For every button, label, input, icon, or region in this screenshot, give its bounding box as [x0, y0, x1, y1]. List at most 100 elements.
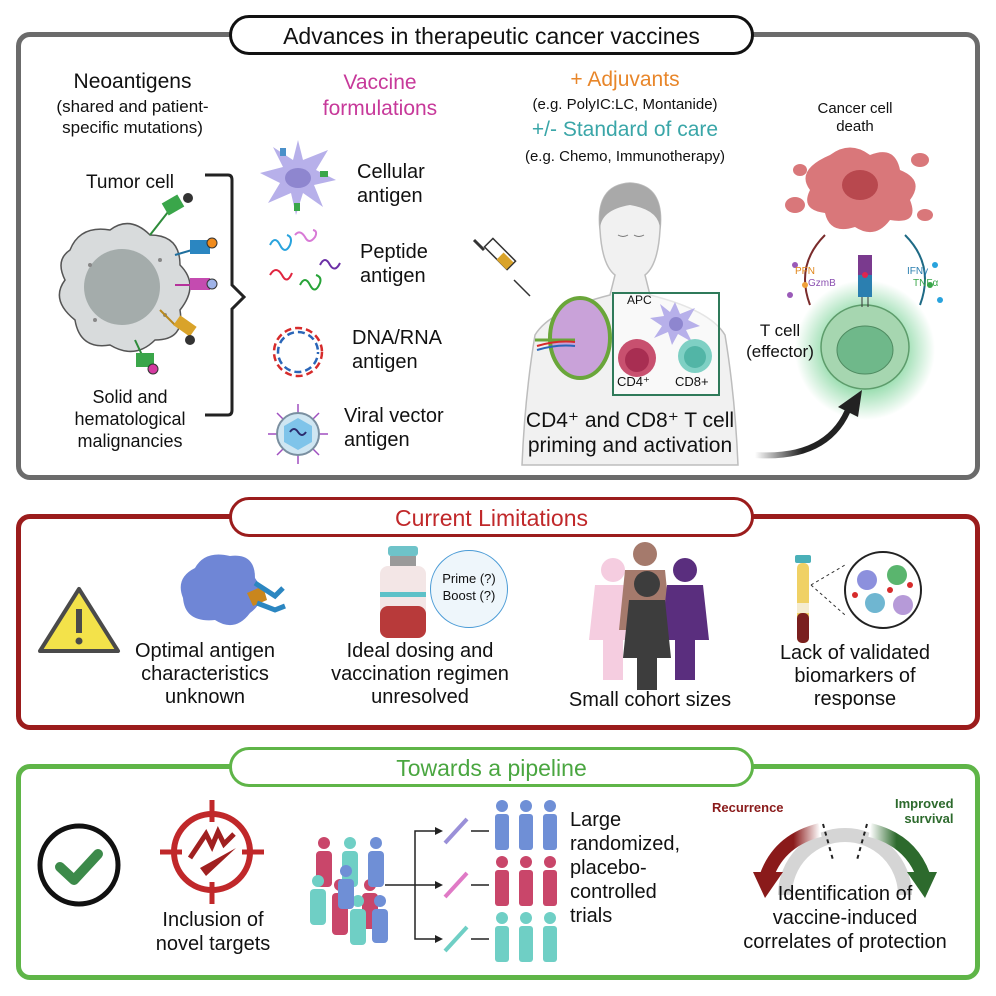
- label-line: Cellular: [357, 161, 425, 183]
- neoantigens-subtitle: (shared and patient- specific mutations): [30, 96, 235, 138]
- curly-brace: [205, 173, 247, 417]
- dendritic-cell-icon: [260, 140, 336, 215]
- label-line: antigen: [357, 185, 423, 207]
- label-line: survival: [904, 811, 954, 826]
- virus-icon: [268, 404, 328, 464]
- activation-arrow: [754, 390, 862, 459]
- limitation-biomarkers-text: Lack of validated biomarkers of response: [770, 642, 940, 711]
- protein-antibody-icon: [180, 554, 286, 626]
- label-line: antigen: [352, 351, 418, 373]
- text-line: unknown: [164, 686, 246, 708]
- checkmark-icon: [37, 823, 121, 907]
- text-line: Optimal antigen: [134, 640, 276, 662]
- text-line: characteristics: [141, 663, 269, 685]
- standard-of-care-examples: (e.g. Chemo, Immunotherapy): [524, 148, 726, 165]
- effector-t-cell-icon: [787, 234, 943, 420]
- pfn-label: PFN: [795, 266, 815, 277]
- label-line: death: [836, 118, 874, 135]
- cd8-label: CD8+: [675, 374, 709, 389]
- viral-vector-antigen-label: Viral vector antigen: [344, 404, 444, 452]
- subtitle-line: specific mutations): [62, 118, 203, 137]
- correlates-text: Identification of vaccine-induced correl…: [730, 882, 960, 954]
- text-line: trials: [570, 905, 613, 927]
- outcome-gauge-icon: [753, 823, 937, 898]
- tumor-cell-icon: [58, 193, 218, 375]
- text-line: unresolved: [371, 686, 469, 708]
- text-line: randomized,: [570, 833, 681, 855]
- text-line: controlled: [570, 881, 657, 903]
- text-line: Large: [570, 809, 622, 831]
- dying-cancer-cell-icon: [785, 147, 933, 233]
- randomization-arrows: [385, 817, 489, 953]
- prime-label: Prime (?): [442, 571, 496, 586]
- limitations-title: Current Limitations: [229, 497, 754, 537]
- text-line: vaccination regimen: [331, 663, 509, 685]
- text-line: correlates of protection: [743, 931, 947, 953]
- tumor-cell-label: Tumor cell: [86, 172, 174, 193]
- neoantigens-heading: Neoantigens: [73, 70, 192, 93]
- advances-title: Advances in therapeutic cancer vaccines: [229, 15, 754, 55]
- prime-boost-bubble: [430, 550, 508, 628]
- malignancies-line: Solid and: [92, 387, 168, 407]
- adjuvants-label: + Adjuvants: [570, 68, 680, 91]
- text-line: response: [813, 688, 897, 710]
- text-line: Identification of: [777, 883, 913, 905]
- dna-rna-antigen-label: DNA/RNA antigen: [352, 326, 442, 374]
- malignancies-line: hematological: [74, 409, 186, 429]
- tnfa-label: TNFα: [913, 278, 939, 289]
- label-line: Improved: [895, 796, 954, 811]
- label-line: DNA/RNA: [352, 327, 443, 349]
- peptide-icon: [269, 229, 341, 291]
- cd4-label: CD4⁺: [617, 374, 650, 389]
- cd4-cell-icon: [618, 339, 656, 377]
- text-line: Lack of validated: [779, 642, 931, 664]
- ifng-label: IFNγ: [907, 266, 929, 277]
- novel-targets-text: Inclusion of novel targets: [138, 908, 288, 956]
- recurrence-label: Recurrence: [712, 800, 784, 815]
- t-cell-effector-label: T cell (effector): [740, 320, 820, 362]
- heading-line: formulations: [322, 97, 438, 120]
- heading-line: Vaccine: [343, 71, 417, 94]
- text-line: Inclusion of: [162, 909, 264, 931]
- adjuvants-examples: (e.g. PolyIC:LC, Montanide): [532, 96, 718, 113]
- limitation-dosing-text: Ideal dosing and vaccination regimen unr…: [300, 640, 540, 709]
- target-icon: [160, 800, 264, 904]
- apc-cell-icon: [650, 302, 700, 345]
- vaccine-vial-icon: [380, 546, 426, 638]
- cd8-cell-icon: [678, 339, 712, 373]
- cohort-people-icon: [589, 542, 709, 690]
- gzmb-label: GzmB: [808, 278, 836, 289]
- cellular-antigen-label: Cellular antigen: [357, 160, 425, 208]
- cancer-cell-death-label: Cancer cell death: [790, 100, 920, 136]
- label-line: T cell: [759, 321, 801, 340]
- vaccine-formulations-heading: Vaccine formulations: [290, 70, 470, 122]
- limitation-cohort-text: Small cohort sizes: [568, 689, 732, 711]
- label-line: antigen: [360, 265, 426, 287]
- trials-text: Large randomized, placebo- controlled tr…: [570, 808, 680, 928]
- text-line: biomarkers of: [794, 665, 916, 687]
- label-line: antigen: [344, 429, 410, 451]
- improved-survival-label: Improved survival: [895, 796, 954, 826]
- label-line: (effector): [746, 342, 814, 361]
- text-line: vaccine-induced: [772, 907, 918, 929]
- apc-label: APC: [627, 293, 652, 307]
- malignancies-label: Solid and hematological malignancies: [45, 386, 215, 452]
- prime-boost-text: Prime (?) Boost (?): [436, 570, 502, 604]
- population-icon: [310, 837, 388, 945]
- text-line: placebo-: [570, 857, 647, 879]
- lymph-node-icon: [535, 296, 612, 380]
- subtitle-line: (shared and patient-: [56, 97, 209, 116]
- priming-caption: CD4⁺ and CD8⁺ T cell priming and activat…: [500, 408, 760, 458]
- peptide-antigen-label: Peptide antigen: [360, 240, 428, 288]
- text-line: Ideal dosing and: [346, 640, 494, 662]
- caption-line: CD4⁺ and CD8⁺ T cell: [525, 409, 735, 432]
- caption-line: priming and activation: [527, 434, 733, 457]
- trial-arms-icon: [495, 800, 557, 962]
- label-line: Viral vector: [344, 405, 444, 427]
- standard-of-care-label: +/- Standard of care: [531, 118, 719, 141]
- label-line: Cancer cell: [817, 100, 893, 117]
- malignancies-line: malignancies: [77, 431, 183, 451]
- limitation-antigen-text: Optimal antigen characteristics unknown: [120, 640, 290, 709]
- pipeline-title: Towards a pipeline: [229, 747, 754, 787]
- dna-ring-icon: [272, 326, 324, 378]
